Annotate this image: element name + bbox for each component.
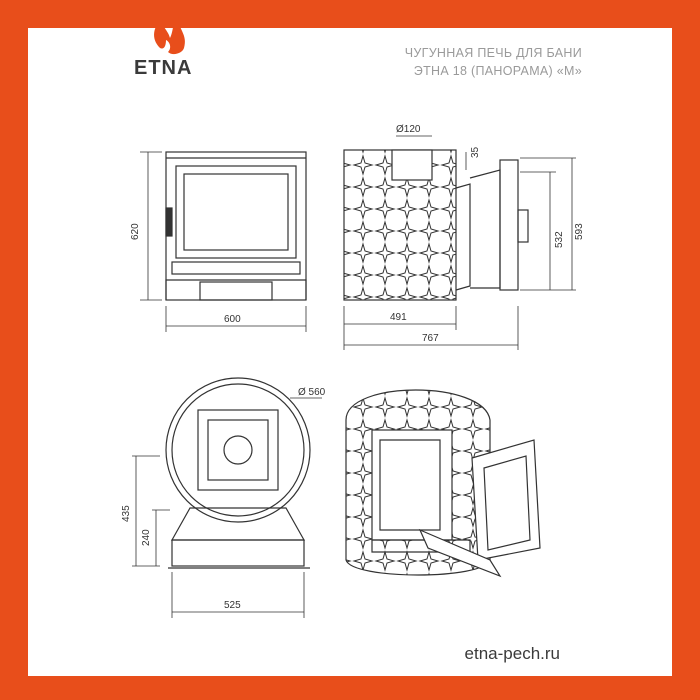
dim-side-height-inner: 532 xyxy=(554,231,565,248)
top-view-drawing xyxy=(165,377,311,569)
dim-side-height-total: 593 xyxy=(574,223,585,240)
dim-flue-offset: 35 xyxy=(470,146,481,158)
dim-side-depth-total: 767 xyxy=(422,333,439,344)
dim-top-height-435: 435 xyxy=(121,505,132,522)
dim-front-width: 600 xyxy=(224,314,241,325)
side-view-drawing xyxy=(343,149,529,301)
title-line-2: ЭТНА 18 (ПАНОРАМА) «М» xyxy=(413,64,582,78)
flame-logo-icon xyxy=(154,16,185,55)
dim-flue-diameter: Ø120 xyxy=(396,124,421,135)
isometric-view-drawing xyxy=(345,389,541,578)
dim-top-width: 525 xyxy=(224,600,241,611)
dim-top-height-240: 240 xyxy=(141,529,152,546)
brand-logo-text: ETNA xyxy=(134,57,193,79)
left-accent-bar xyxy=(0,0,28,700)
dim-front-height: 620 xyxy=(130,223,141,240)
title-line-1: ЧУГУННАЯ ПЕЧЬ ДЛЯ БАНИ xyxy=(404,46,582,60)
front-view-drawing xyxy=(165,151,307,301)
right-accent-bar xyxy=(672,0,700,700)
bottom-accent-bar xyxy=(0,676,700,700)
website-link[interactable]: etna-pech.ru xyxy=(464,644,560,663)
dim-side-depth-body: 491 xyxy=(390,312,407,323)
document-title: ЧУГУННАЯ ПЕЧЬ ДЛЯ БАНИ ЭТНА 18 (ПАНОРАМА… xyxy=(405,44,582,80)
dim-top-diameter: Ø 560 xyxy=(298,387,326,398)
top-accent-bar xyxy=(0,0,700,28)
